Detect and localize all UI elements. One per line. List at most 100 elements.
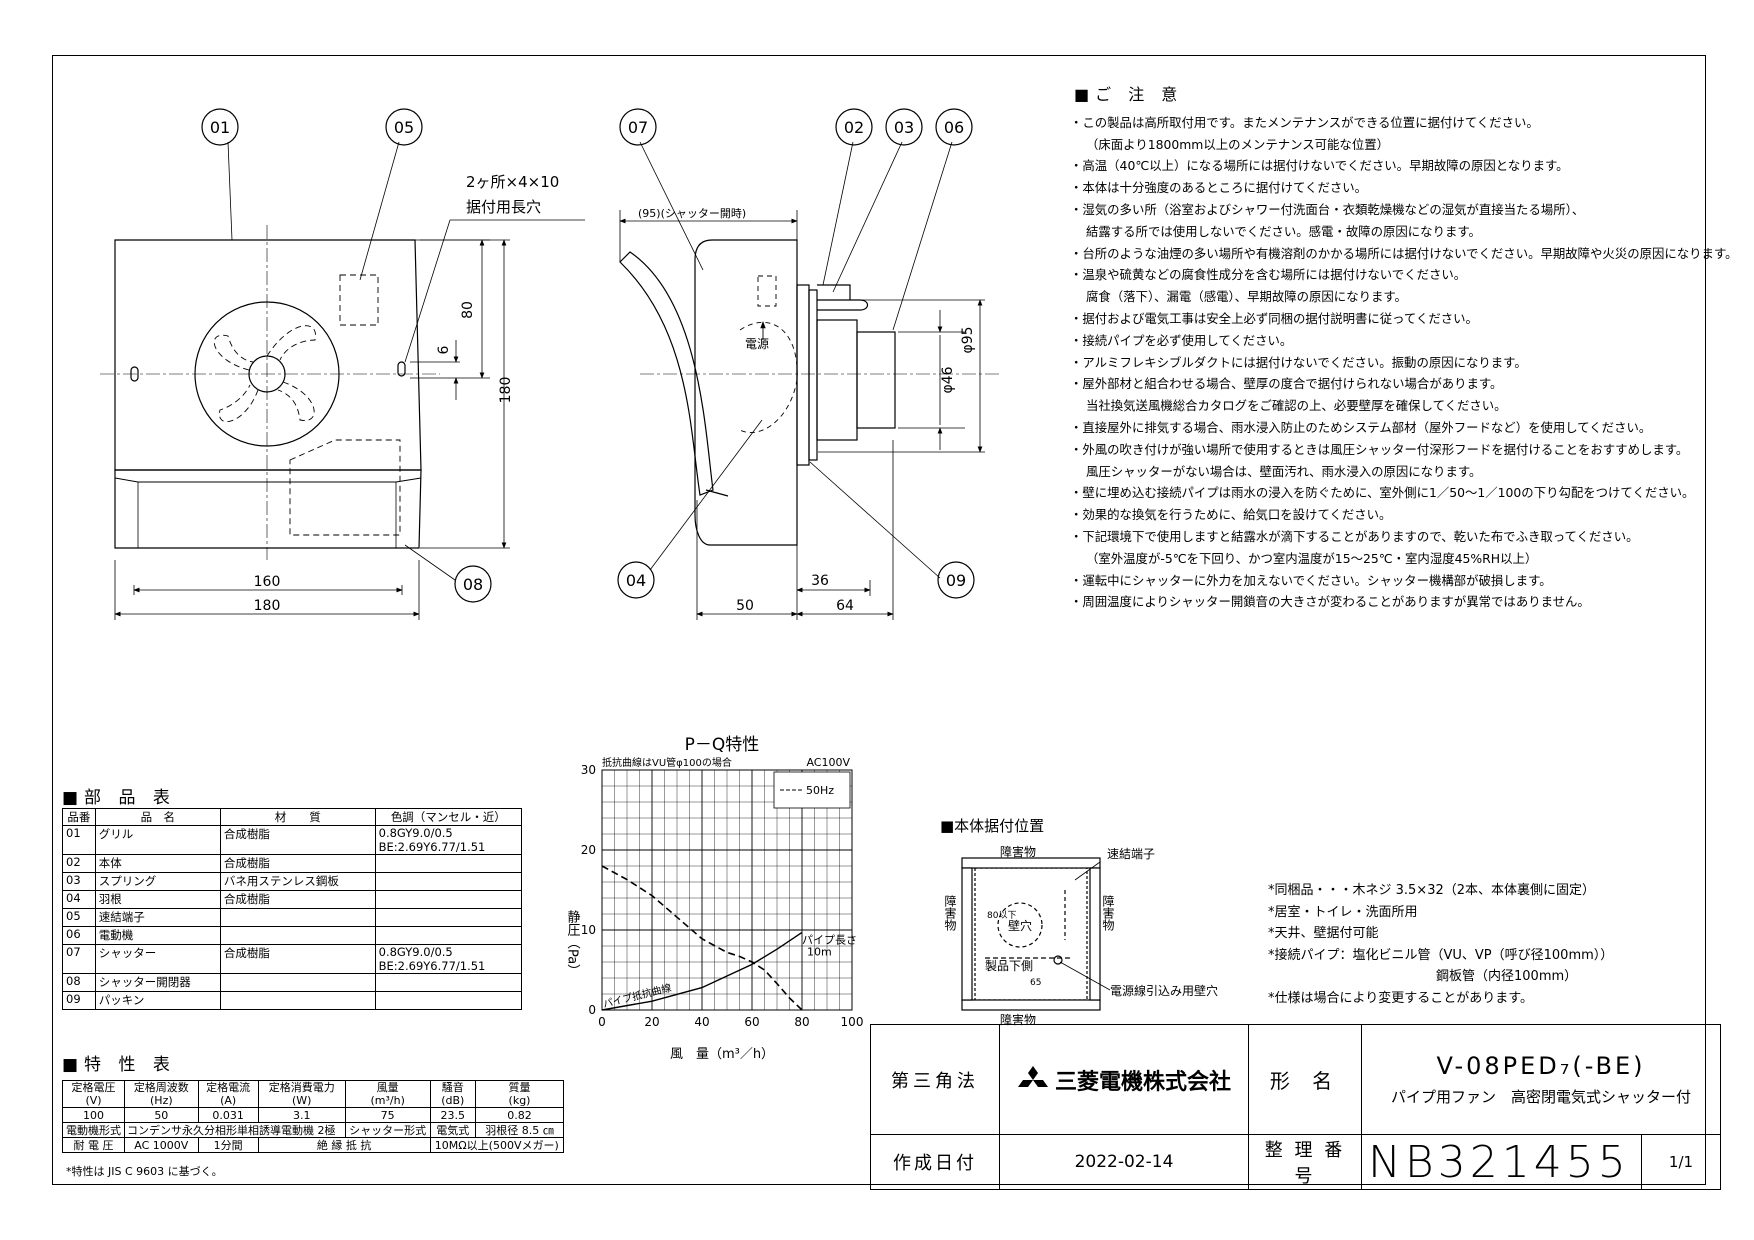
front-view xyxy=(100,108,585,620)
spec-header: 定格電圧 (V) xyxy=(61,1080,126,1108)
parts-cell-name: パッキン xyxy=(94,991,221,1010)
spec-value: 50 xyxy=(124,1107,199,1123)
insulation-label: 絶 縁 抵 抗 xyxy=(257,1137,431,1153)
parts-cell-mat xyxy=(219,926,376,945)
model-number: V-08PED₇(-BE) xyxy=(1436,1052,1646,1080)
parts-cell-name: シャッター xyxy=(94,944,221,974)
color-value: 0.8GY9.0/0.5 xyxy=(378,826,453,840)
chart-ylabel: 静圧（Pa） xyxy=(565,910,581,977)
terminal-label: 速結端子 xyxy=(1107,847,1155,861)
parts-cell-mat: 合成樹脂 xyxy=(219,825,376,855)
note-line: ・高温（40℃以上）になる場所には据付けないでください。早期故障の原因となります… xyxy=(1070,158,1569,174)
parts-header: 色調（マンセル・近） xyxy=(374,808,523,826)
parts-cell-name: 速結端子 xyxy=(94,908,221,927)
x-tick-label: 40 xyxy=(694,1015,709,1029)
parts-cell-name: 電動機 xyxy=(94,926,221,945)
extra-line-6: *仕様は場合により変更することがあります。 xyxy=(1268,990,1533,1006)
spec-value: 0.82 xyxy=(475,1107,564,1123)
parts-cell-mat xyxy=(219,973,376,992)
spec-value: 3.1 xyxy=(257,1107,346,1123)
parts-cell-color xyxy=(374,973,523,992)
shutter-value: 電気式 xyxy=(429,1122,477,1138)
dim-36: 36 xyxy=(811,573,829,589)
x-tick-label: 80 xyxy=(794,1015,809,1029)
parts-cell-name: 本体 xyxy=(94,854,221,873)
note-line: ・壁に埋め込む接続パイプは雨水の浸入を防ぐために、室外側に1／50～1／100の… xyxy=(1070,485,1695,501)
note-line: 結露する所では使用しないでください。感電・故障の原因になります。 xyxy=(1086,223,1481,239)
extra-line-5: 鋼板管（内径100mm） xyxy=(1436,969,1578,984)
spec-table: 定格電圧 (V)定格周波数 (Hz)定格電流 (A)定格消費電力 (W)風量 (… xyxy=(61,1080,565,1153)
pipe-length-value: 10m xyxy=(807,946,832,959)
balloon-01: 01 xyxy=(210,118,230,137)
note-line: ・直接屋外に排気する場合、雨水浸入防止のためシステム部材（屋外フードなど）を使用… xyxy=(1070,419,1652,435)
dim-65: 65 xyxy=(1030,978,1041,988)
note-line: ・外風の吹き付けが強い場所で使用するときは風圧シャッター付深形フードを据付けるこ… xyxy=(1070,441,1689,457)
install-title: ■本体据付位置 xyxy=(940,817,1045,835)
y-tick-label: 10 xyxy=(581,923,596,937)
series-line-resistance xyxy=(601,931,803,1011)
y-tick-label: 0 xyxy=(588,1003,596,1017)
color-value-be: BE:2.69Y6.77/1.51 xyxy=(378,840,486,854)
notes-list: ・この製品は高所取付用です。またメンテナンスができる位置に据付けてください。（床… xyxy=(1070,112,1737,613)
dim-phi46: φ46 xyxy=(940,366,956,393)
note-line: ・運転中にシャッターに外力を加えないでください。シャッター機構部が破損します。 xyxy=(1070,572,1552,588)
spec-header: 定格消費電力 (W) xyxy=(257,1080,346,1108)
dim-phi95: φ95 xyxy=(960,326,976,353)
parts-cell-no: 04 xyxy=(62,890,96,909)
parts-cell-no: 01 xyxy=(62,825,96,855)
notes: ■ご 注 意 ・この製品は高所取付用です。またメンテナンスができる位置に据付けて… xyxy=(1070,84,1737,613)
spec-header: 定格周波数 (Hz) xyxy=(124,1080,199,1108)
note-line: ・アルミフレキシブルダクトには据付けないでください。振動の原因になります。 xyxy=(1070,354,1527,370)
spec-value: 23.5 xyxy=(429,1107,477,1123)
dim-80: 80 xyxy=(460,301,476,319)
parts-header: 品番 xyxy=(62,808,96,826)
chart-voltage: AC100V xyxy=(806,756,850,769)
parts-header: 材 質 xyxy=(219,808,376,826)
voltage-time: 1分間 xyxy=(197,1137,259,1153)
notes-title: ■ご 注 意 xyxy=(1074,85,1184,104)
hole-note-2: 据付用長穴 xyxy=(466,198,541,216)
date-label: 作成日付 xyxy=(870,1134,1000,1190)
x-tick-label: 0 xyxy=(598,1015,606,1029)
chart-xlabel: 風 量（m³／h） xyxy=(670,1047,774,1060)
date-value: 2022-02-14 xyxy=(999,1134,1249,1190)
y-tick-label: 30 xyxy=(581,763,596,777)
chart-top-note: 抵抗曲線はVU管φ100の場合 xyxy=(602,756,732,769)
balloon-03: 03 xyxy=(894,118,914,137)
color-value: 0.8GY9.0/0.5 xyxy=(378,945,453,959)
parts-cell-no: 06 xyxy=(62,926,96,945)
drawing-number: NB321455 xyxy=(1361,1134,1642,1190)
note-line: 腐食（落下）、漏電（感電）、早期故障の原因になります。 xyxy=(1086,289,1407,305)
motor-label: 電動機形式 xyxy=(61,1122,126,1138)
parts-cell-mat: 合成樹脂 xyxy=(219,854,376,873)
note-line: ・周囲温度によりシャッター開鎖音の大きさが変わることがありますが異常ではありませ… xyxy=(1070,594,1590,610)
parts-cell-name: 羽根 xyxy=(94,890,221,909)
extra-line-3: *天井、壁据付可能 xyxy=(1268,926,1379,941)
open-note: (95)(シャッター開時) xyxy=(638,207,746,220)
extra-line-2: *居室・トイレ・洗面所用 xyxy=(1268,904,1418,920)
dim-180-width: 180 xyxy=(254,598,281,614)
note-line: ・屋外部材と組合わせる場合、壁厚の度合で据付けられない場合があります。 xyxy=(1070,376,1503,392)
power-hole-label: 電源線引込み用壁穴 xyxy=(1110,983,1218,998)
series-line-pq xyxy=(601,865,803,1011)
side-view xyxy=(617,108,1000,620)
obstacle-right: 障害物 xyxy=(1101,894,1115,931)
parts-title: ■部 品 表 xyxy=(62,788,176,808)
note-line: 当社換気送風機総合カタログをご確認の上、必要壁厚を確保してください。 xyxy=(1086,398,1507,414)
dim-80-under: 80以下 xyxy=(987,911,1016,921)
balloon-09: 09 xyxy=(946,571,966,590)
note-line: ・据付および電気工事は安全上必ず同梱の据付説明書に従ってください。 xyxy=(1070,310,1478,326)
voltage-label: 耐 電 圧 xyxy=(61,1137,126,1153)
note-line: 風圧シャッターがない場合は、壁面汚れ、雨水浸入の原因になります。 xyxy=(1086,463,1482,479)
motor-value: コンデンサ永久分相形単相誘導電動機 2極 xyxy=(124,1122,346,1138)
parts-cell-mat: 合成樹脂 xyxy=(219,944,376,974)
note-line: ・効果的な換気を行うために、給気口を設けてください。 xyxy=(1070,507,1392,523)
parts-cell-color xyxy=(374,854,523,873)
note-line: （室外温度が-5℃を下回り、かつ室内温度が15～25℃・室内湿度45%RH以上） xyxy=(1086,550,1538,566)
obstacle-top: 障害物 xyxy=(1000,844,1036,859)
